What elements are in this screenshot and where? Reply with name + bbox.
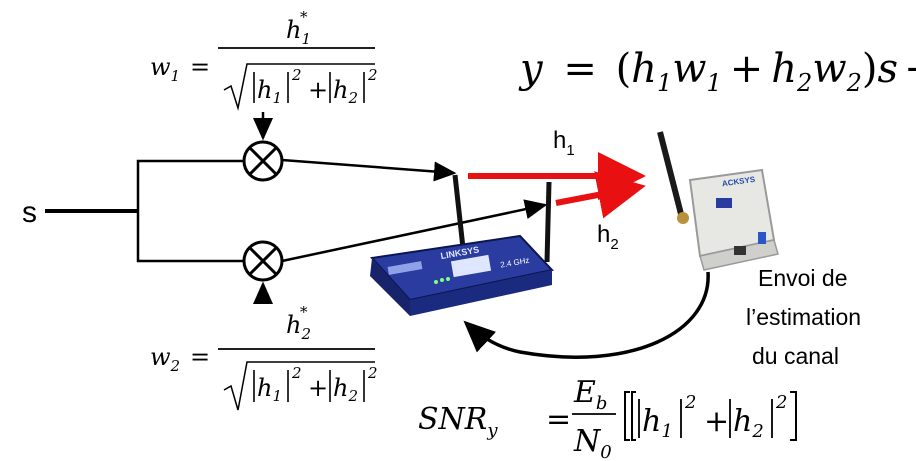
channel-h2-label: h2 xyxy=(597,221,619,253)
split-line xyxy=(138,161,243,261)
w2-equation: w2 = h2 * h1 2 + h2 2 xyxy=(150,303,378,410)
svg-text:*: * xyxy=(300,8,308,26)
svg-text:2: 2 xyxy=(291,364,302,382)
output-equation: y = (h1w1+h2w2)s+n xyxy=(518,46,916,97)
svg-text:h2: h2 xyxy=(733,404,764,442)
svg-text:h1: h1 xyxy=(257,374,282,405)
branch1-line xyxy=(282,160,454,173)
svg-text:SNRy: SNRy xyxy=(418,402,498,441)
svg-text:w1: w1 xyxy=(150,53,180,85)
multiplier-icon xyxy=(244,142,282,180)
svg-text:=: = xyxy=(546,402,571,437)
svg-text:+: + xyxy=(308,374,328,402)
svg-text:2: 2 xyxy=(367,364,378,382)
router-icon: LINKSYS 2.4 GHz xyxy=(370,175,552,316)
svg-text:Eb: Eb xyxy=(573,375,607,414)
input-label: s xyxy=(22,196,37,229)
svg-text:h1: h1 xyxy=(257,76,282,107)
channel-h1-label: h1 xyxy=(553,127,575,159)
svg-text:=: = xyxy=(190,53,210,81)
svg-text:+: + xyxy=(704,404,729,439)
feedback-label-line: du canal xyxy=(752,343,839,369)
svg-text:h2: h2 xyxy=(333,374,358,405)
svg-text:h1: h1 xyxy=(642,404,673,442)
channel-h2-arrow xyxy=(556,188,634,203)
multiplier-icon xyxy=(244,242,282,280)
svg-text:N0: N0 xyxy=(573,424,612,461)
svg-text:+: + xyxy=(308,76,328,104)
receiver-device-icon: ACKSYS xyxy=(660,132,778,270)
feedback-label: Envoi de l’estimation du canal xyxy=(746,265,867,369)
w1-equation: w1 = h1 * h1 2 + h2 2 xyxy=(150,8,378,108)
svg-text:h2: h2 xyxy=(333,76,358,107)
svg-text:2: 2 xyxy=(684,392,696,413)
svg-text:2: 2 xyxy=(291,66,302,84)
svg-text:=: = xyxy=(190,343,210,371)
svg-text:2: 2 xyxy=(775,392,787,413)
snr-equation: SNRy = Eb N0 h1 2 + h2 2 xyxy=(418,375,796,461)
svg-text:2: 2 xyxy=(367,66,378,84)
feedback-label-line: Envoi de xyxy=(758,265,848,291)
svg-text:w2: w2 xyxy=(150,343,180,375)
feedback-label-line: l’estimation xyxy=(746,304,861,330)
svg-text:*: * xyxy=(300,303,308,321)
svg-text:y = (h1w1+h2w2)s+n: y = (h1w1+h2w2)s+n xyxy=(518,46,916,97)
